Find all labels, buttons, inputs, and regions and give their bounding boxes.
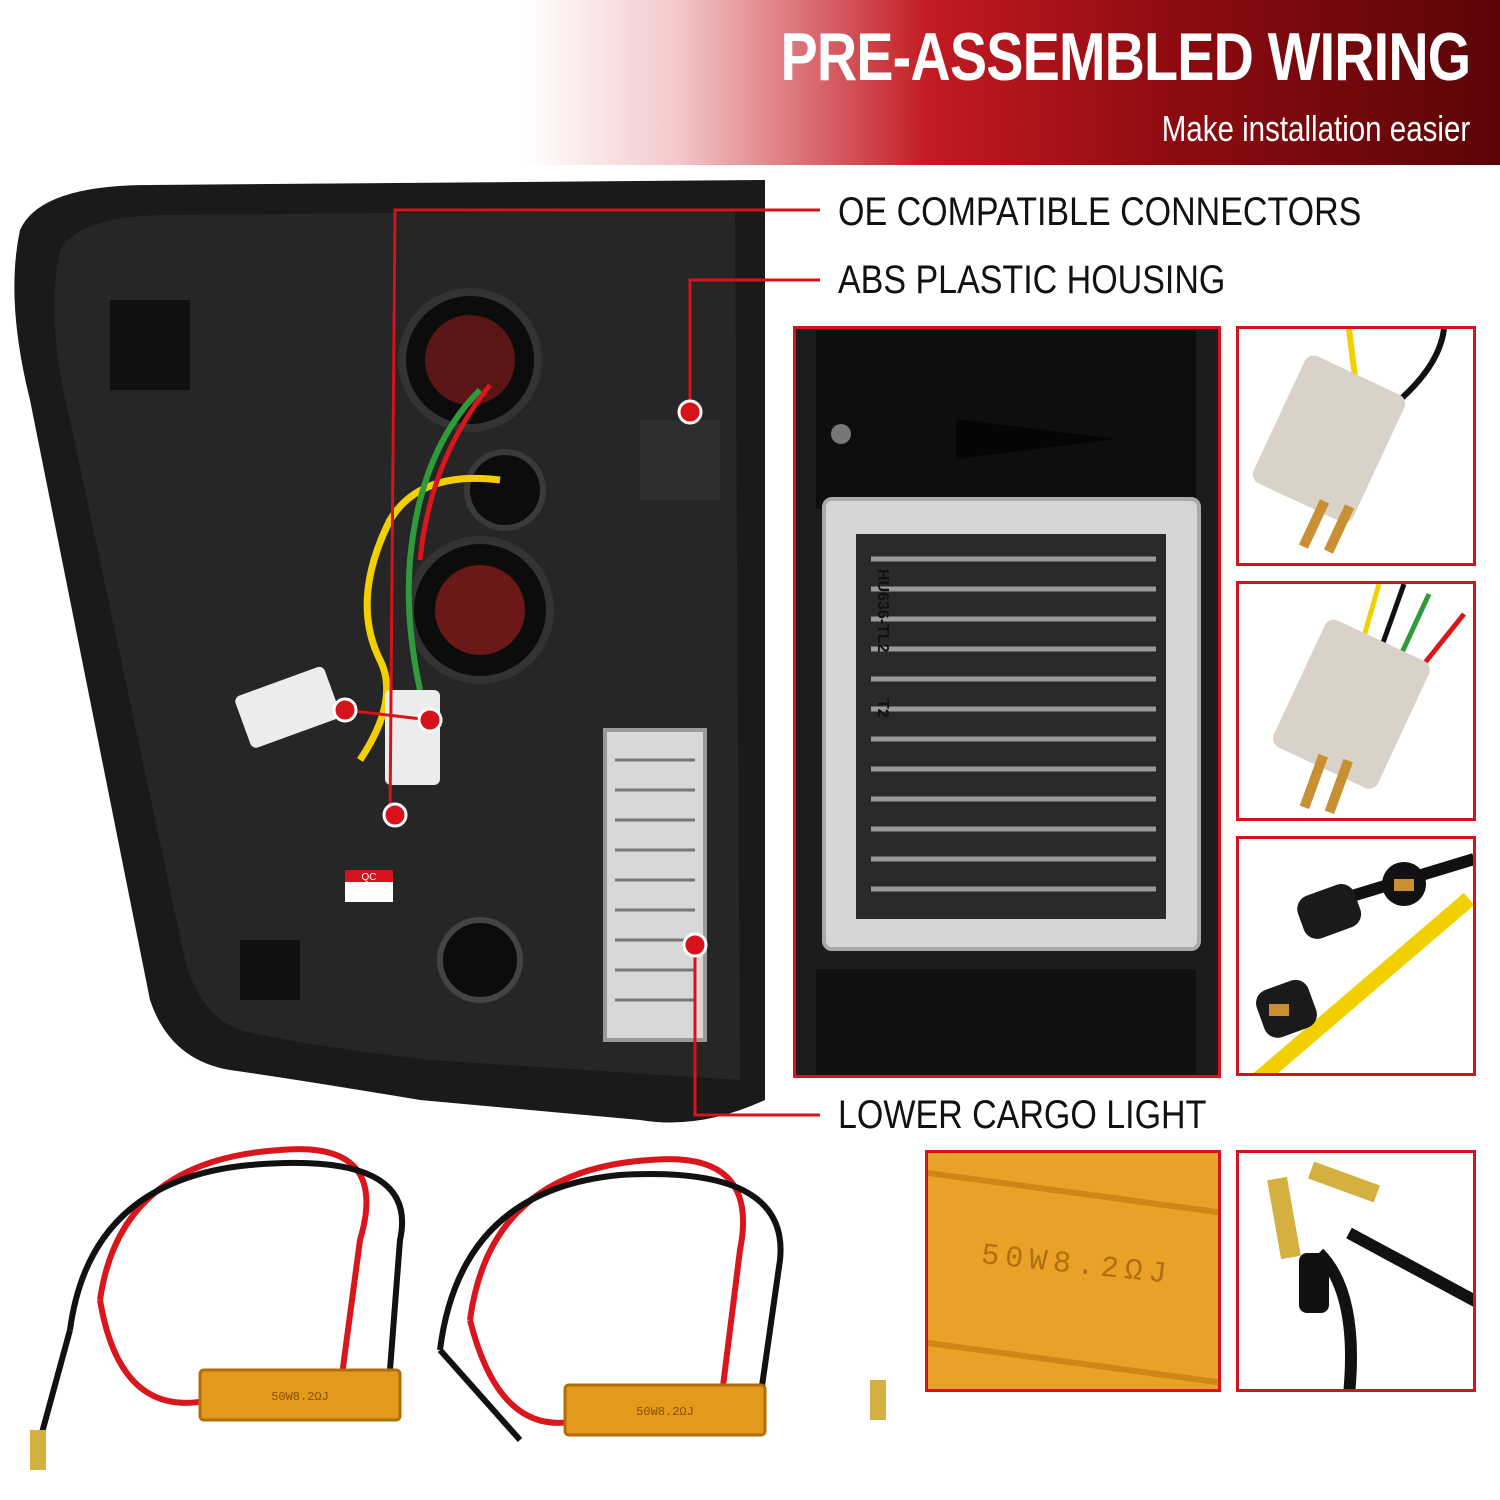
cargo-light-lens	[603, 728, 707, 1042]
callout-lines	[344, 208, 820, 1117]
panel-spade-terminal	[1236, 1150, 1476, 1392]
panel-quick-connector	[1236, 836, 1476, 1076]
callout-line-connectors	[388, 208, 820, 821]
panel-resistor-closeup: 50W8.2ΩJ	[925, 1150, 1221, 1392]
callout-dot-wire	[382, 802, 408, 828]
load-resistor-right: 50W8.2ΩJ	[437, 1156, 886, 1442]
wire-green	[405, 387, 483, 691]
callout-dot-connector-right	[417, 707, 443, 733]
cargo-light-suffix: T2	[874, 699, 891, 718]
connector-white-left	[235, 666, 340, 748]
qc-sticker-label: QC	[362, 872, 377, 883]
load-resistor-left: 50W8.2ΩJ	[30, 1146, 406, 1470]
screw-icon	[831, 424, 851, 444]
panel-connector-2wire	[1236, 326, 1476, 566]
page-subtitle: Make installation easier	[1161, 108, 1470, 149]
connector-white-right	[385, 690, 440, 785]
bulb-socket-lower-core	[435, 565, 525, 655]
callout-line-housing	[688, 278, 820, 412]
callout-abs-housing: ABS PLASTIC HOUSING	[838, 258, 1226, 302]
resistor-right-label: 50W8.2ΩJ	[636, 1405, 694, 1419]
callout-dots	[332, 399, 708, 958]
callout-dot-connector-left	[332, 697, 358, 723]
bulb-socket-middle	[464, 449, 546, 531]
callout-lower-cargo-light: LOWER CARGO LIGHT	[838, 1093, 1207, 1137]
bulb-socket-bottom	[437, 917, 523, 1003]
callout-dot-cargo	[682, 932, 708, 958]
callout-line-cargo	[693, 945, 820, 1117]
bulb-socket-upper-core	[425, 315, 515, 405]
mounting-clip	[640, 420, 720, 500]
cargo-light-closeup-panel: HU636-TL2 T2	[793, 326, 1221, 1078]
wire-red	[417, 383, 492, 561]
housing-inner	[54, 210, 740, 1080]
page-title: PRE-ASSEMBLED WIRING	[780, 19, 1471, 95]
cargo-light-code: HU636-TL2	[874, 569, 891, 653]
resistor-left-label: 50W8.2ΩJ	[271, 1390, 329, 1404]
callout-dot-housing	[677, 399, 703, 425]
header-banner	[0, 0, 1500, 165]
housing-rib-lower	[240, 940, 300, 1000]
callout-oe-connectors: OE COMPATIBLE CONNECTORS	[838, 190, 1362, 234]
panel-connector-4wire	[1236, 581, 1476, 821]
housing-rib	[110, 300, 190, 390]
